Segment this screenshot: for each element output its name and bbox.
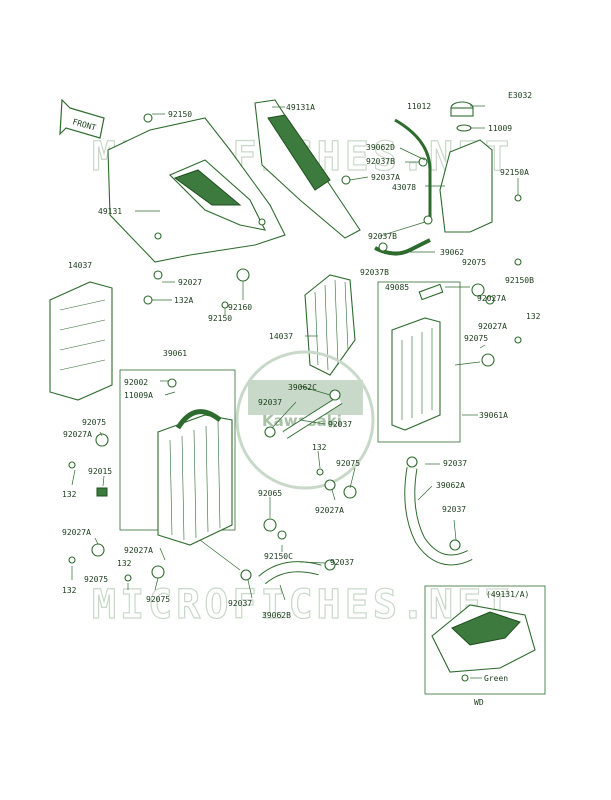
part-label: 39062B (262, 611, 291, 620)
part-label: 11009 (488, 124, 512, 133)
watermark-bottom: MICROFICHES.NET (92, 582, 513, 628)
part-label: 14037 (68, 261, 92, 270)
part-label: 92037 (258, 398, 282, 407)
reserve-tank-part (394, 101, 522, 233)
part-label: 92075 (464, 334, 488, 343)
part-label: 132 (312, 443, 327, 452)
part-label: 92075 (82, 418, 106, 427)
part-label: 92037A (371, 173, 400, 182)
part-label: 132 (62, 490, 77, 499)
part-labels: 92150 49131A 11012 11009 39062D 92037B 9… (62, 102, 541, 620)
radiator-shroud-part (107, 117, 286, 263)
part-label: 39062 (440, 248, 464, 257)
part-label: 92150A (500, 168, 529, 177)
radiator-guard-center-part (304, 274, 356, 376)
fasteners-group (68, 113, 522, 582)
part-label: 92037 (442, 505, 466, 514)
part-label: 43078 (392, 183, 416, 192)
part-label: 92027A (478, 322, 507, 331)
part-label: 92037 (443, 459, 467, 468)
inset-note: WD (474, 698, 484, 707)
part-label: 49085 (385, 283, 409, 292)
part-label: 92037B (360, 268, 389, 277)
part-label: 92150C (264, 552, 293, 561)
hose-39062a-part (404, 467, 473, 566)
part-label: 92150 (208, 314, 232, 323)
front-arrow-icon: FRONT (59, 98, 105, 139)
part-label: 92027A (477, 294, 506, 303)
part-label: 92065 (258, 489, 282, 498)
part-label: 92027A (124, 546, 153, 555)
part-label: 14037 (269, 332, 293, 341)
radiator-right-part (377, 281, 461, 443)
part-label: 92150 (168, 110, 192, 119)
part-label: 39062C (288, 383, 317, 392)
leader-lines (71, 105, 519, 601)
inset-title: (49131/A) (486, 590, 529, 599)
part-label: 92027A (62, 528, 91, 537)
part-label: 49131 (98, 207, 122, 216)
hose-39062c-part (282, 396, 343, 439)
part-label: 92150B (505, 276, 534, 285)
part-label: 49131A (286, 103, 315, 112)
hose-39062b-part (258, 561, 322, 585)
part-label: 132 (117, 559, 132, 568)
part-label: 92027A (315, 506, 344, 515)
part-label: 92075 (146, 595, 170, 604)
part-label: 39062A (436, 481, 465, 490)
part-label: 92037B (368, 232, 397, 241)
part-label: 92075 (84, 575, 108, 584)
part-label: 92015 (88, 467, 112, 476)
part-label: 132A (174, 296, 193, 305)
radiator-left-part (119, 369, 236, 546)
part-label: 11009A (124, 391, 153, 400)
part-label: 92075 (462, 258, 486, 267)
inset-color-label: Green (484, 674, 508, 683)
part-label: 132 (526, 312, 541, 321)
part-label: 92037 (328, 420, 352, 429)
hose-39062-part (374, 238, 431, 256)
diagram-code: E3032 (508, 91, 532, 100)
part-label: 92037 (228, 599, 252, 608)
part-label: 92160 (228, 303, 252, 312)
part-label: 39061A (479, 411, 508, 420)
part-label: 92037B (366, 157, 395, 166)
radiator-guard-left-part (49, 281, 113, 401)
shroud-decal-part (254, 99, 361, 239)
part-label: 132 (62, 586, 77, 595)
part-label: 92027 (178, 278, 202, 287)
part-label: 39061 (163, 349, 187, 358)
part-label: 92002 (124, 378, 148, 387)
part-label: 39062D (366, 143, 395, 152)
part-label: 92037 (330, 558, 354, 567)
part-label: 92027A (63, 430, 92, 439)
part-label: 11012 (407, 102, 431, 111)
part-label: 92075 (336, 459, 360, 468)
inset-box: (49131/A) Green WD (424, 585, 546, 707)
